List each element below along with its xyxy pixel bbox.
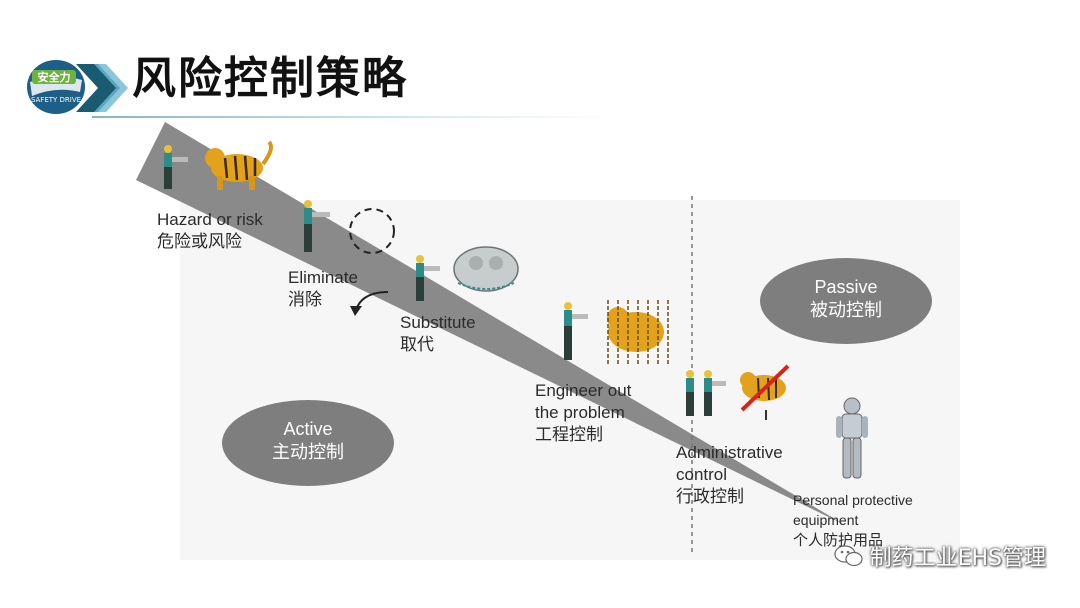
label-engineer-en2: the problem [535, 403, 625, 422]
label-administrative-zh: 行政控制 [676, 487, 744, 507]
label-eliminate-zh: 消除 [288, 290, 322, 310]
label-engineer-zh: 工程控制 [535, 425, 603, 445]
passive-control-ellipse: Passive 被动控制 [760, 258, 932, 344]
active-en: Active [222, 418, 394, 441]
label-hazard-zh: 危险或风险 [157, 232, 242, 252]
label-administrative-en: Administrative [676, 443, 783, 462]
passive-en: Passive [760, 276, 932, 299]
label-ppe-en2: equipment [793, 512, 858, 528]
active-zh: 主动控制 [222, 441, 394, 464]
label-substitute-zh: 取代 [400, 335, 434, 355]
label-administrative-en2: control [676, 465, 727, 484]
watermark-text: 制药工业EHS管理 [870, 546, 1046, 571]
active-control-ellipse: Active 主动控制 [222, 400, 394, 486]
label-hazard-en: Hazard or risk [157, 210, 263, 229]
label-substitute-en: Substitute [400, 313, 476, 332]
label-administrative: Administrative control 行政控制 [676, 442, 783, 508]
passive-zh: 被动控制 [760, 299, 932, 322]
label-engineer-en: Engineer out [535, 381, 631, 400]
label-eliminate-en: Eliminate [288, 268, 358, 287]
label-substitute: Substitute 取代 [400, 312, 476, 356]
label-eliminate: Eliminate 消除 [288, 267, 358, 311]
label-hazard: Hazard or risk 危险或风险 [157, 209, 263, 253]
wechat-icon [834, 544, 864, 574]
stone-tiger-icon [454, 247, 518, 291]
watermark: 制药工业EHS管理 [834, 540, 1046, 574]
label-engineer: Engineer out the problem 工程控制 [535, 380, 631, 446]
label-ppe-en: Personal protective [793, 492, 913, 508]
